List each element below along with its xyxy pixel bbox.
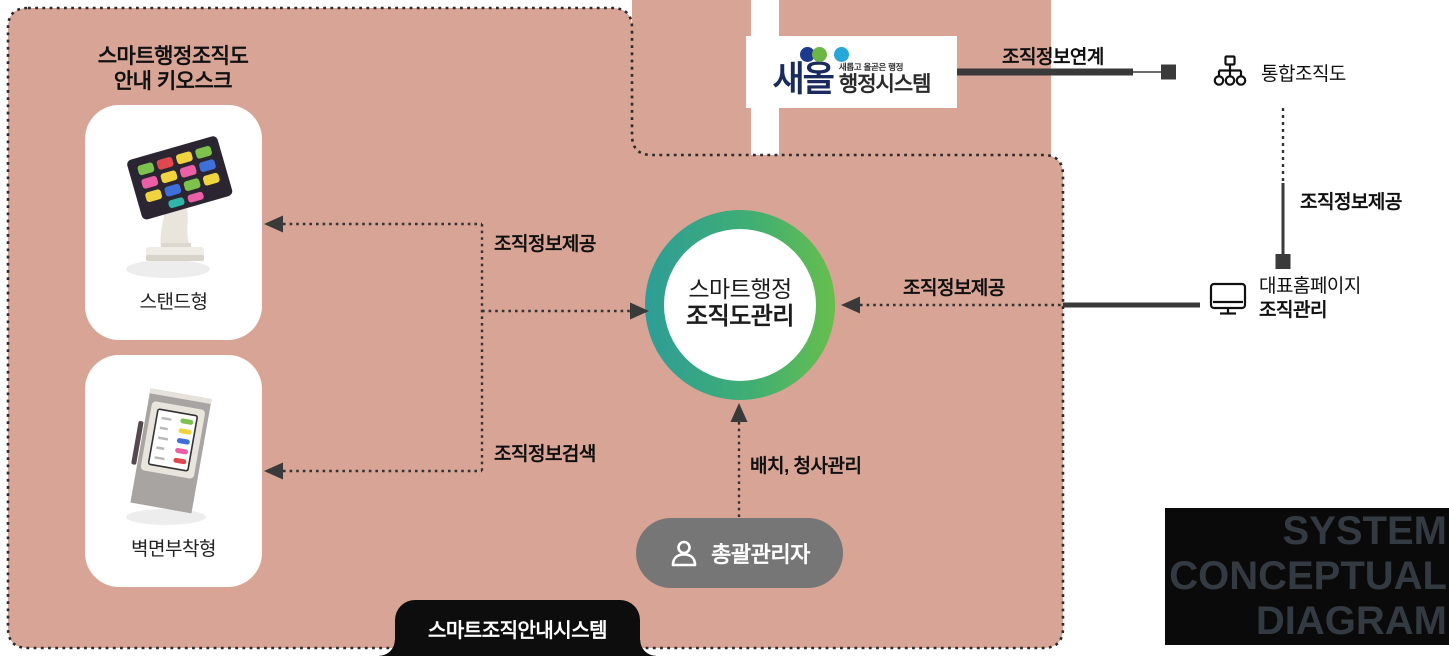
saeol-dot-navy (800, 47, 816, 62)
homepage-label-line2: 조직관리 (1259, 300, 1327, 321)
center-node-line2: 조직도관리 (686, 303, 794, 330)
orgchart-line-endcap (1275, 254, 1291, 269)
kiosk-section-title-line1: 스마트행정조직도 (97, 45, 249, 68)
watermark-line3: DIAGRAM (1255, 599, 1447, 643)
saeol-line-endcap (1161, 64, 1176, 80)
label-provide-right: 조직정보제공 (903, 278, 1005, 299)
saeol-dot-blue (834, 47, 850, 62)
main-dotted-shape (6, 6, 1065, 650)
person-icon (671, 540, 697, 567)
smart-org-guide-system-label: 스마트조직안내시스템 (428, 619, 608, 642)
integrated-org-chart-label: 통합조직도 (1261, 63, 1346, 85)
left-connectors (283, 222, 630, 473)
label-provide-side: 조직정보제공 (1300, 192, 1402, 213)
kiosk-section-title: 스마트행정조직도 안내 키오스크 (78, 44, 268, 94)
watermark-line2: CONCEPTUAL (1169, 554, 1447, 598)
saeol-name: 새올 (772, 60, 834, 99)
smart-org-guide-system-tab: 스마트조직안내시스템 (379, 600, 656, 656)
monitor-icon (1209, 282, 1247, 315)
left-arrowheads (264, 215, 649, 480)
watermark-line1: SYSTEM (1282, 509, 1447, 553)
label-org-info-link: 조직정보연계 (1002, 47, 1104, 68)
homepage-node: 대표홈페이지 조직관리 (1209, 274, 1361, 323)
wall-kiosk-illustration (125, 388, 212, 525)
system-conceptual-diagram-box: SYSTEM CONCEPTUAL DIAGRAM (1165, 508, 1449, 645)
admin-node-label: 총괄관리자 (711, 542, 810, 567)
homepage-label-line1: 대표홈페이지 (1259, 276, 1361, 297)
provide-right-arrowhead (841, 296, 860, 314)
integrated-org-chart-node: 통합조직도 (1211, 55, 1346, 89)
stand-kiosk-illustration (125, 136, 232, 278)
wall-kiosk-card: 벽면부착형 (85, 355, 262, 587)
label-deploy-manage: 배치, 청사관리 (750, 456, 862, 477)
admin-node: 총괄관리자 (636, 518, 843, 588)
saeol-slogan: 새롭고 올곧은 행정 (838, 62, 904, 72)
center-ring-inner (664, 229, 816, 381)
wall-kiosk-label: 벽면부착형 (131, 539, 216, 560)
center-node: 스마트행정 조직도관리 (645, 276, 835, 331)
label-provide-left: 조직정보제공 (494, 234, 596, 255)
label-search-left: 조직정보검색 (494, 444, 596, 465)
saeol-system-label: 행정시스템 (838, 73, 932, 96)
saeol-logo-dots (800, 47, 850, 62)
admin-arrowhead (730, 403, 748, 422)
saeol-system-box: 새올 새롭고 올곧은 행정 행정시스템 (746, 36, 957, 108)
stand-kiosk-label: 스탠드형 (139, 292, 208, 313)
stand-kiosk-card: 스탠드형 (85, 105, 262, 340)
kiosk-section-title-line2: 안내 키오스크 (113, 70, 233, 93)
saeol-dot-green (812, 47, 828, 62)
center-node-line1: 스마트행정 (688, 276, 792, 302)
org-chart-icon (1213, 55, 1247, 86)
